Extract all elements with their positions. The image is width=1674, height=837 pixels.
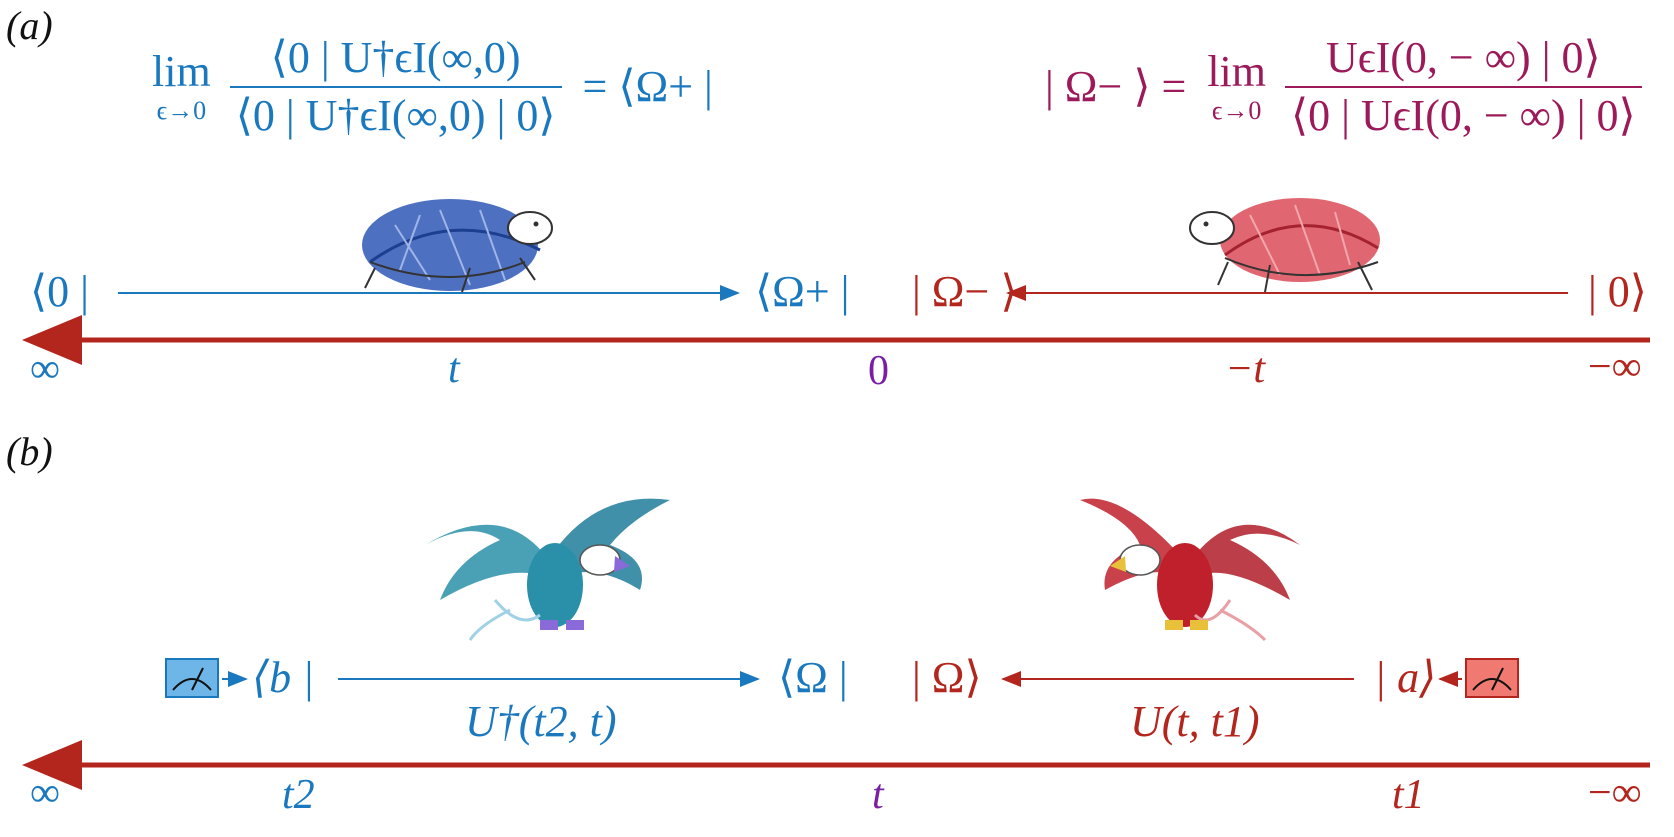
tick-t-b: t (872, 772, 884, 818)
tick-neg-t-a: −t (1225, 346, 1266, 392)
bra-b: ⟨b | (252, 653, 315, 702)
ket-omega-minus: | Ω− ⟩ (912, 267, 1018, 316)
tick-inf-b: ∞ (30, 770, 60, 816)
bra-zero: ⟨0 | (30, 267, 89, 316)
ket-zero: | 0⟩ (1588, 267, 1647, 316)
lim-text: lim (1207, 47, 1266, 96)
formula-right-lim: lim ϵ→0 (1207, 50, 1266, 124)
denominator: ⟨0 | UϵI(0, − ∞) | 0⟩ (1291, 91, 1636, 140)
bra-omega-plus: ⟨Ω+ | (755, 267, 850, 316)
formula-left-lim: lim ϵ→0 (152, 50, 211, 124)
tick-t2-b: t2 (282, 772, 315, 818)
formula-right-fraction: UϵI(0, − ∞) | 0⟩ ⟨0 | UϵI(0, − ∞) | 0⟩ (1285, 36, 1642, 138)
formula-left: lim ϵ→0 ⟨0 | U†ϵI(∞,0) ⟨0 | U†ϵI(∞,0) | … (152, 36, 713, 138)
lim-sub: ϵ→0 (1211, 96, 1262, 125)
denominator: ⟨0 | U†ϵI(∞,0) | 0⟩ (235, 91, 556, 140)
meter-blue-icon (165, 658, 219, 698)
ket-omega: | Ω⟩ (912, 653, 982, 702)
tick-neg-inf-b: −∞ (1588, 770, 1642, 816)
numerator: ⟨0 | U†ϵI(∞,0) (270, 33, 521, 82)
panel-a-label: (a) (6, 3, 53, 48)
bra-omega: ⟨Ω | (778, 653, 848, 702)
formula-right: | Ω− ⟩ = lim ϵ→0 UϵI(0, − ∞) | 0⟩ ⟨0 | U… (1045, 36, 1642, 138)
operator-u: U(t, t1) (1130, 697, 1260, 746)
formula-left-fraction: ⟨0 | U†ϵI(∞,0) ⟨0 | U†ϵI(∞,0) | 0⟩ (229, 33, 562, 140)
formula-left-result: = ⟨Ω+ | (582, 62, 713, 111)
panel-b-label: (b) (6, 429, 53, 474)
tick-zero-a: 0 (868, 348, 889, 394)
lim-sub: ϵ→0 (156, 96, 207, 125)
meter-red-icon (1465, 658, 1519, 698)
eagle-blue-icon (425, 498, 670, 641)
tick-neg-inf-a: −∞ (1588, 344, 1642, 390)
ket-a: | a⟩ (1374, 653, 1437, 702)
tick-t1-b: t1 (1392, 772, 1425, 818)
numerator: UϵI(0, − ∞) | 0⟩ (1325, 33, 1601, 82)
tick-inf-a: ∞ (30, 346, 60, 392)
turtle-red-icon (1189, 198, 1380, 293)
eagle-red-icon (1080, 498, 1300, 642)
operator-u-dagger: U†(t2, t) (465, 697, 617, 746)
tick-t-a: t (448, 346, 460, 392)
lim-text: lim (152, 47, 211, 96)
formula-right-lhs: | Ω− ⟩ = (1045, 62, 1187, 111)
turtle-blue-icon (362, 199, 553, 293)
